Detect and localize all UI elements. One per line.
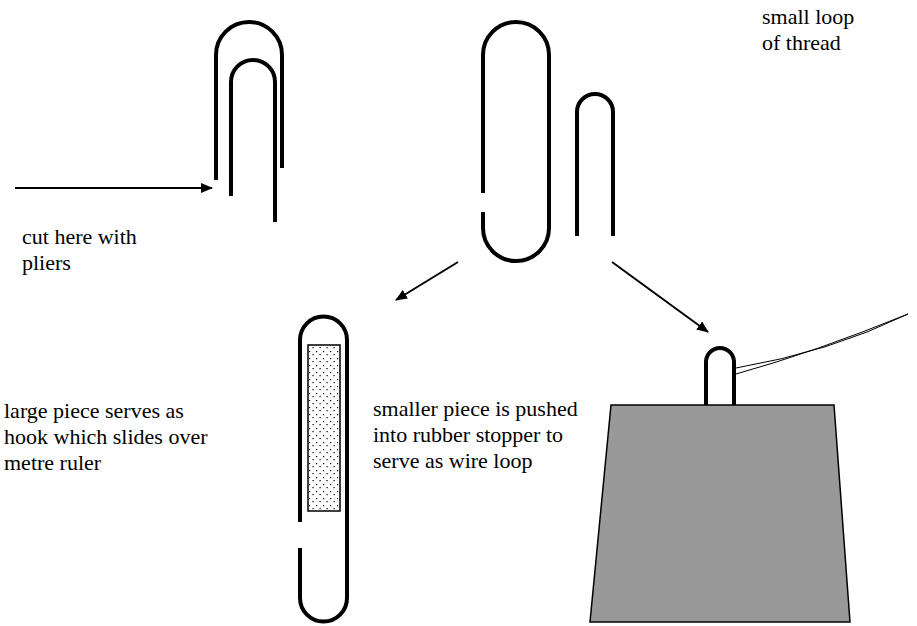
hook [300,316,347,621]
annotation-label: small loop of thread [762,4,874,56]
annotation-label: cut here with pliers [22,224,140,276]
paperclip-inner [231,60,275,222]
cut-arrow [15,187,212,189]
rubber-stopper [590,405,850,622]
metre-ruler [308,345,340,511]
wire-loop [706,348,734,405]
pointer-arrow [396,262,458,300]
small-piece [577,94,613,236]
pointer-arrow [612,262,708,332]
large-piece [483,22,549,261]
annotation-label: smaller piece is pushed into rubber stop… [373,396,587,474]
annotation-label: large piece serves as hook which slides … [4,398,209,476]
paperclip-outer [216,22,282,180]
thread-loop [736,314,908,374]
